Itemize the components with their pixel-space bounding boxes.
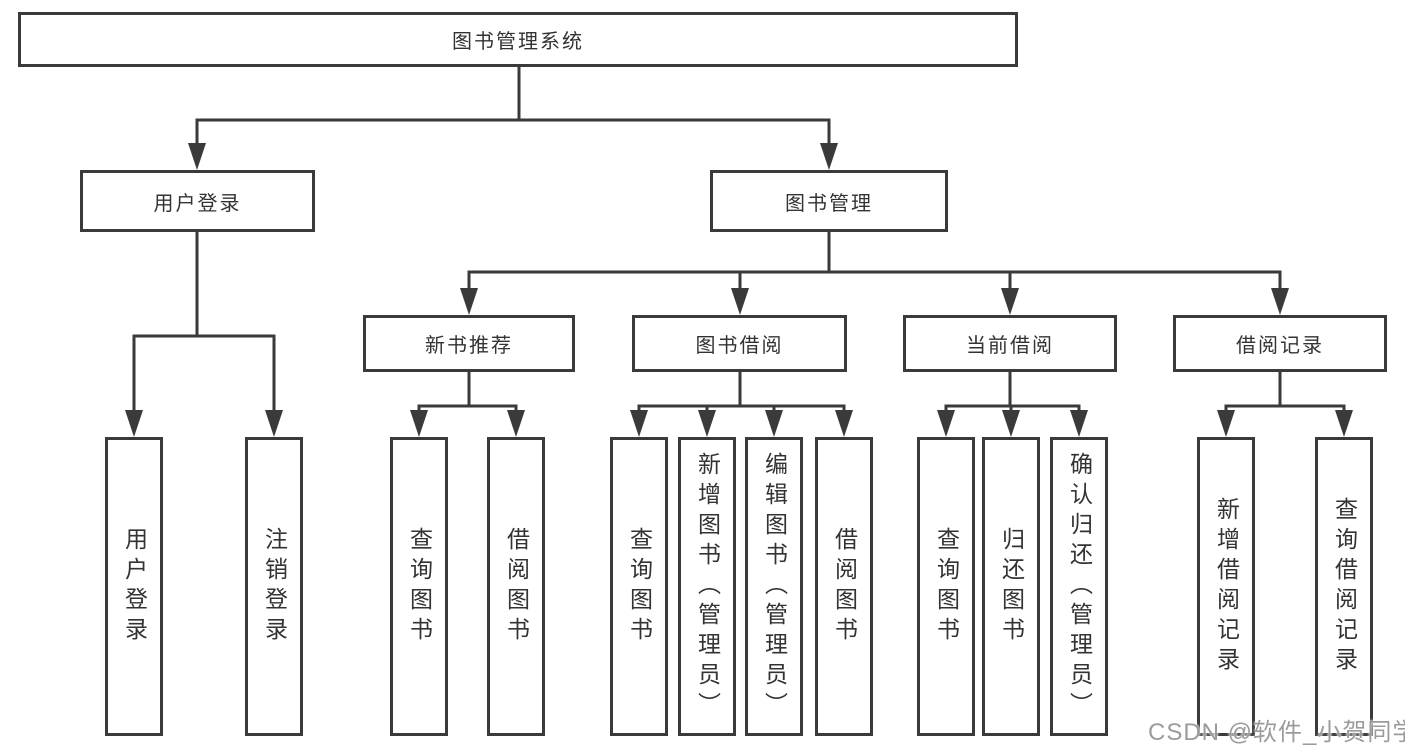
leaf-borrow-books: 借阅图书 <box>815 437 873 736</box>
arrow-down-icon <box>937 410 955 437</box>
leaf-label: 查询图书 <box>626 526 653 647</box>
node-label: 图书管理系统 <box>452 31 584 53</box>
arrow-down-icon <box>765 410 783 437</box>
leaf-label: 借阅图书 <box>503 526 530 647</box>
arrow-down-icon <box>1335 410 1353 437</box>
node-book-borrow: 图书借阅 <box>632 315 847 372</box>
arrow-down-icon <box>125 410 143 437</box>
leaf-query-books-current: 查询图书 <box>917 437 975 736</box>
node-borrow-records: 借阅记录 <box>1173 315 1387 372</box>
arrow-down-icon <box>507 410 525 437</box>
leaf-label: 归还图书 <box>998 526 1025 647</box>
arrow-down-icon <box>1001 288 1019 315</box>
arrow-down-icon <box>1217 410 1235 437</box>
leaf-query-books-borrow: 查询图书 <box>610 437 668 736</box>
leaf-label: 新增借阅记录 <box>1213 496 1240 677</box>
connector-current-borrow-to-leaves <box>937 372 1088 437</box>
node-new-book-recommend: 新书推荐 <box>363 315 575 372</box>
arrow-down-icon <box>630 410 648 437</box>
leaf-confirm-return-admin: 确认归还（管理员） <box>1050 437 1108 736</box>
node-user-login: 用户登录 <box>80 170 315 232</box>
leaf-label: 查询借阅记录 <box>1331 496 1358 677</box>
node-current-borrow: 当前借阅 <box>903 315 1117 372</box>
node-label: 当前借阅 <box>966 335 1054 357</box>
leaf-add-books-admin: 新增图书（管理员） <box>678 437 736 736</box>
node-label: 新书推荐 <box>425 335 513 357</box>
connector-new-book-recommend-to-leaves <box>410 372 525 437</box>
arrow-down-icon <box>835 410 853 437</box>
node-book-management: 图书管理 <box>710 170 948 232</box>
arrow-down-icon <box>1271 288 1289 315</box>
leaf-label: 借阅图书 <box>831 526 858 647</box>
node-label: 图书管理 <box>785 192 873 215</box>
leaf-edit-books-admin: 编辑图书（管理员） <box>745 437 803 736</box>
connector-borrow-records-to-leaves <box>1217 372 1353 437</box>
leaf-label: 查询图书 <box>406 526 433 647</box>
arrow-down-icon <box>1070 410 1088 437</box>
leaf-label: 确认归还（管理员） <box>1066 451 1093 722</box>
leaf-borrow-books-recommend: 借阅图书 <box>487 437 545 736</box>
leaf-add-borrow-record: 新增借阅记录 <box>1197 437 1255 736</box>
arrow-down-icon <box>820 143 838 170</box>
arrow-down-icon <box>731 288 749 315</box>
connector-root-to-level2 <box>188 66 838 170</box>
arrow-down-icon <box>1002 410 1020 437</box>
leaf-label: 注销登录 <box>261 526 288 647</box>
arrow-down-icon <box>410 410 428 437</box>
node-root-library-system: 图书管理系统 <box>18 12 1018 67</box>
leaf-label: 新增图书（管理员） <box>694 451 721 722</box>
leaf-label: 查询图书 <box>933 526 960 647</box>
connector-book-management-to-level3 <box>460 232 1289 315</box>
connector-book-borrow-to-leaves <box>630 372 853 437</box>
leaf-query-books-recommend: 查询图书 <box>390 437 448 736</box>
arrow-down-icon <box>460 288 478 315</box>
arrow-down-icon <box>698 410 716 437</box>
csdn-watermark: CSDN @软件_小贺同学 <box>1148 719 1405 746</box>
leaf-return-books: 归还图书 <box>982 437 1040 736</box>
connector-user-login-to-leaves <box>125 232 283 437</box>
node-label: 图书借阅 <box>695 335 784 357</box>
leaf-label: 编辑图书（管理员） <box>761 451 788 722</box>
node-label: 借阅记录 <box>1236 335 1324 357</box>
leaf-logout: 注销登录 <box>245 437 303 736</box>
leaf-user-login: 用户登录 <box>105 437 163 736</box>
arrow-down-icon <box>188 143 206 170</box>
node-label: 用户登录 <box>153 192 242 215</box>
leaf-label: 用户登录 <box>121 526 148 647</box>
leaf-query-borrow-record: 查询借阅记录 <box>1315 437 1373 736</box>
arrow-down-icon <box>265 410 283 437</box>
